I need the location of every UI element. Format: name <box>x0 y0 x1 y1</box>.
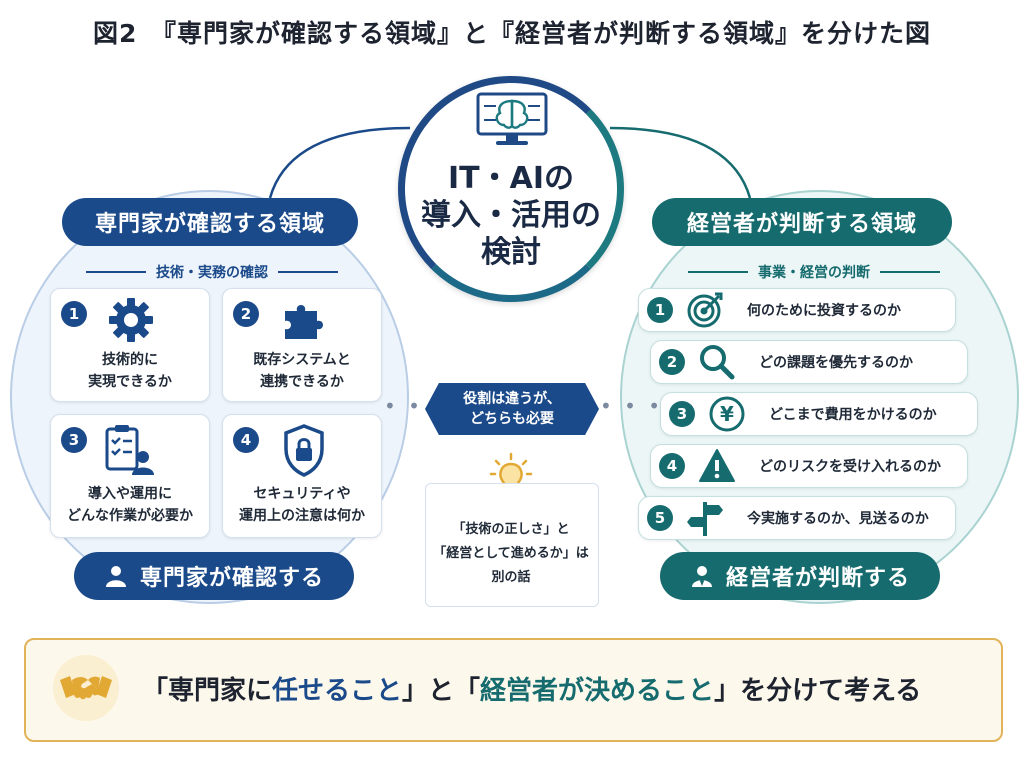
card-line-1: 既存システムと <box>253 352 351 368</box>
expert-footer-text: 専門家が確認する <box>139 566 324 591</box>
card-line-1: 導入や運用に <box>88 486 172 502</box>
manager-item-2: 2 どの課題を優先するのか <box>650 340 968 384</box>
card-line-2: 実現できるか <box>88 374 172 390</box>
manager-subheader-text: 事業・経営の判断 <box>758 265 870 281</box>
item-text: 今実施するのか、見送るのか <box>747 511 929 527</box>
badge-line-1: 役割は違うが、 <box>463 391 561 407</box>
card-line-2: どんな作業が必要か <box>67 508 193 524</box>
manager-item-3: 3 ¥ どこまで費用をかけるのか <box>660 392 978 436</box>
center-line-1: IT・AIの <box>447 161 574 196</box>
yen-icon: ¥ <box>709 396 745 432</box>
gear-icon <box>109 298 153 342</box>
card-line-1: セキュリティや <box>253 486 351 502</box>
ai-brain-monitor-icon <box>476 92 548 145</box>
item-text: どこまで費用をかけるのか <box>769 407 937 423</box>
item-number: 3 <box>669 401 695 427</box>
card-number: 3 <box>61 427 87 453</box>
shield-lock-icon <box>284 424 324 477</box>
item-number: 5 <box>647 505 673 531</box>
card-line-1: 技術的に <box>102 352 158 368</box>
puzzle-icon <box>285 305 323 339</box>
both-necessary-badge: 役割は違うが、 どちらも必要 <box>425 383 599 435</box>
businessperson-icon <box>691 566 712 587</box>
note-line-2: 「経営として進めるか」は <box>433 546 589 561</box>
note-line-3: 別の話 <box>491 570 531 585</box>
manager-item-5: 5 今実施するのか、見送るのか <box>638 496 956 540</box>
item-text: どのリスクを受け入れるのか <box>759 459 941 475</box>
expert-subheader: 技術・実務の確認 <box>86 262 338 282</box>
expert-card-2: 2 既存システムと 連携できるか <box>222 288 382 402</box>
conclusion-highlight-expert: 任せること <box>272 676 403 706</box>
expert-footer: 専門家が確認する <box>74 552 354 600</box>
center-line-3: 検討 <box>481 235 541 270</box>
note-card <box>425 483 599 607</box>
note-line-1: 「技術の正しさ」と <box>452 522 570 537</box>
expert-area-header: 専門家が確認する領域 <box>62 198 358 246</box>
card-line-2: 連携できるか <box>260 374 344 390</box>
page-title: 図2 『専門家が確認する領域』と『経営者が判断する領域』を分けた図 <box>93 19 931 48</box>
conclusion-part-1: 「専門家に <box>142 676 273 706</box>
item-text: 何のために投資するのか <box>747 303 901 319</box>
center-line-2: 導入・活用の <box>421 198 601 233</box>
item-number: 4 <box>659 453 685 479</box>
conclusion-part-5: 」を分けて考える <box>714 676 922 706</box>
manager-footer-text: 経営者が判断する <box>725 566 910 591</box>
item-number: 1 <box>647 297 673 323</box>
warning-icon <box>699 449 735 482</box>
badge-line-2: どちらも必要 <box>469 411 554 427</box>
card-number: 4 <box>233 427 259 453</box>
item-number: 2 <box>659 349 685 375</box>
center-topic-text: IT・AIの 導入・活用の 検討 <box>398 160 624 271</box>
item-text: どの課題を優先するのか <box>759 355 913 371</box>
manager-item-4: 4 どのリスクを受け入れるのか <box>650 444 968 488</box>
signpost-icon <box>687 502 723 536</box>
manager-area-header: 経営者が判断する領域 <box>652 198 952 246</box>
conclusion-part-3: 」と「 <box>402 676 481 706</box>
manager-subheader: 事業・経営の判断 <box>688 262 940 282</box>
expert-card-1: 1 技術的に 実現できるか <box>50 288 210 402</box>
target-icon <box>687 292 723 328</box>
person-icon <box>105 566 126 587</box>
expert-card-4: 4 セキュリティや 運用上の注意は何か <box>222 414 382 538</box>
conclusion-text: 「専門家に任せること」と「経営者が決めること」を分けて考える <box>142 670 921 707</box>
expert-card-3: 3 導入や運用に どんな作業が必要か <box>50 414 210 538</box>
magnifier-icon <box>700 345 735 380</box>
handshake-icon <box>53 655 119 721</box>
checklist-person-icon <box>105 425 154 475</box>
manager-item-1: 1 何のために投資するのか <box>638 288 956 332</box>
conclusion-banner <box>24 638 1003 742</box>
manager-footer: 経営者が判断する <box>660 552 940 600</box>
conclusion-highlight-manager: 経営者が決めること <box>480 676 715 706</box>
card-number: 1 <box>61 301 87 327</box>
note-text: 「技術の正しさ」と 「経営として進めるか」は 別の話 <box>425 518 597 590</box>
card-line-2: 運用上の注意は何か <box>239 508 365 524</box>
card-number: 2 <box>233 301 259 327</box>
expert-subheader-text: 技術・実務の確認 <box>156 265 268 281</box>
svg-text:¥: ¥ <box>720 402 734 426</box>
